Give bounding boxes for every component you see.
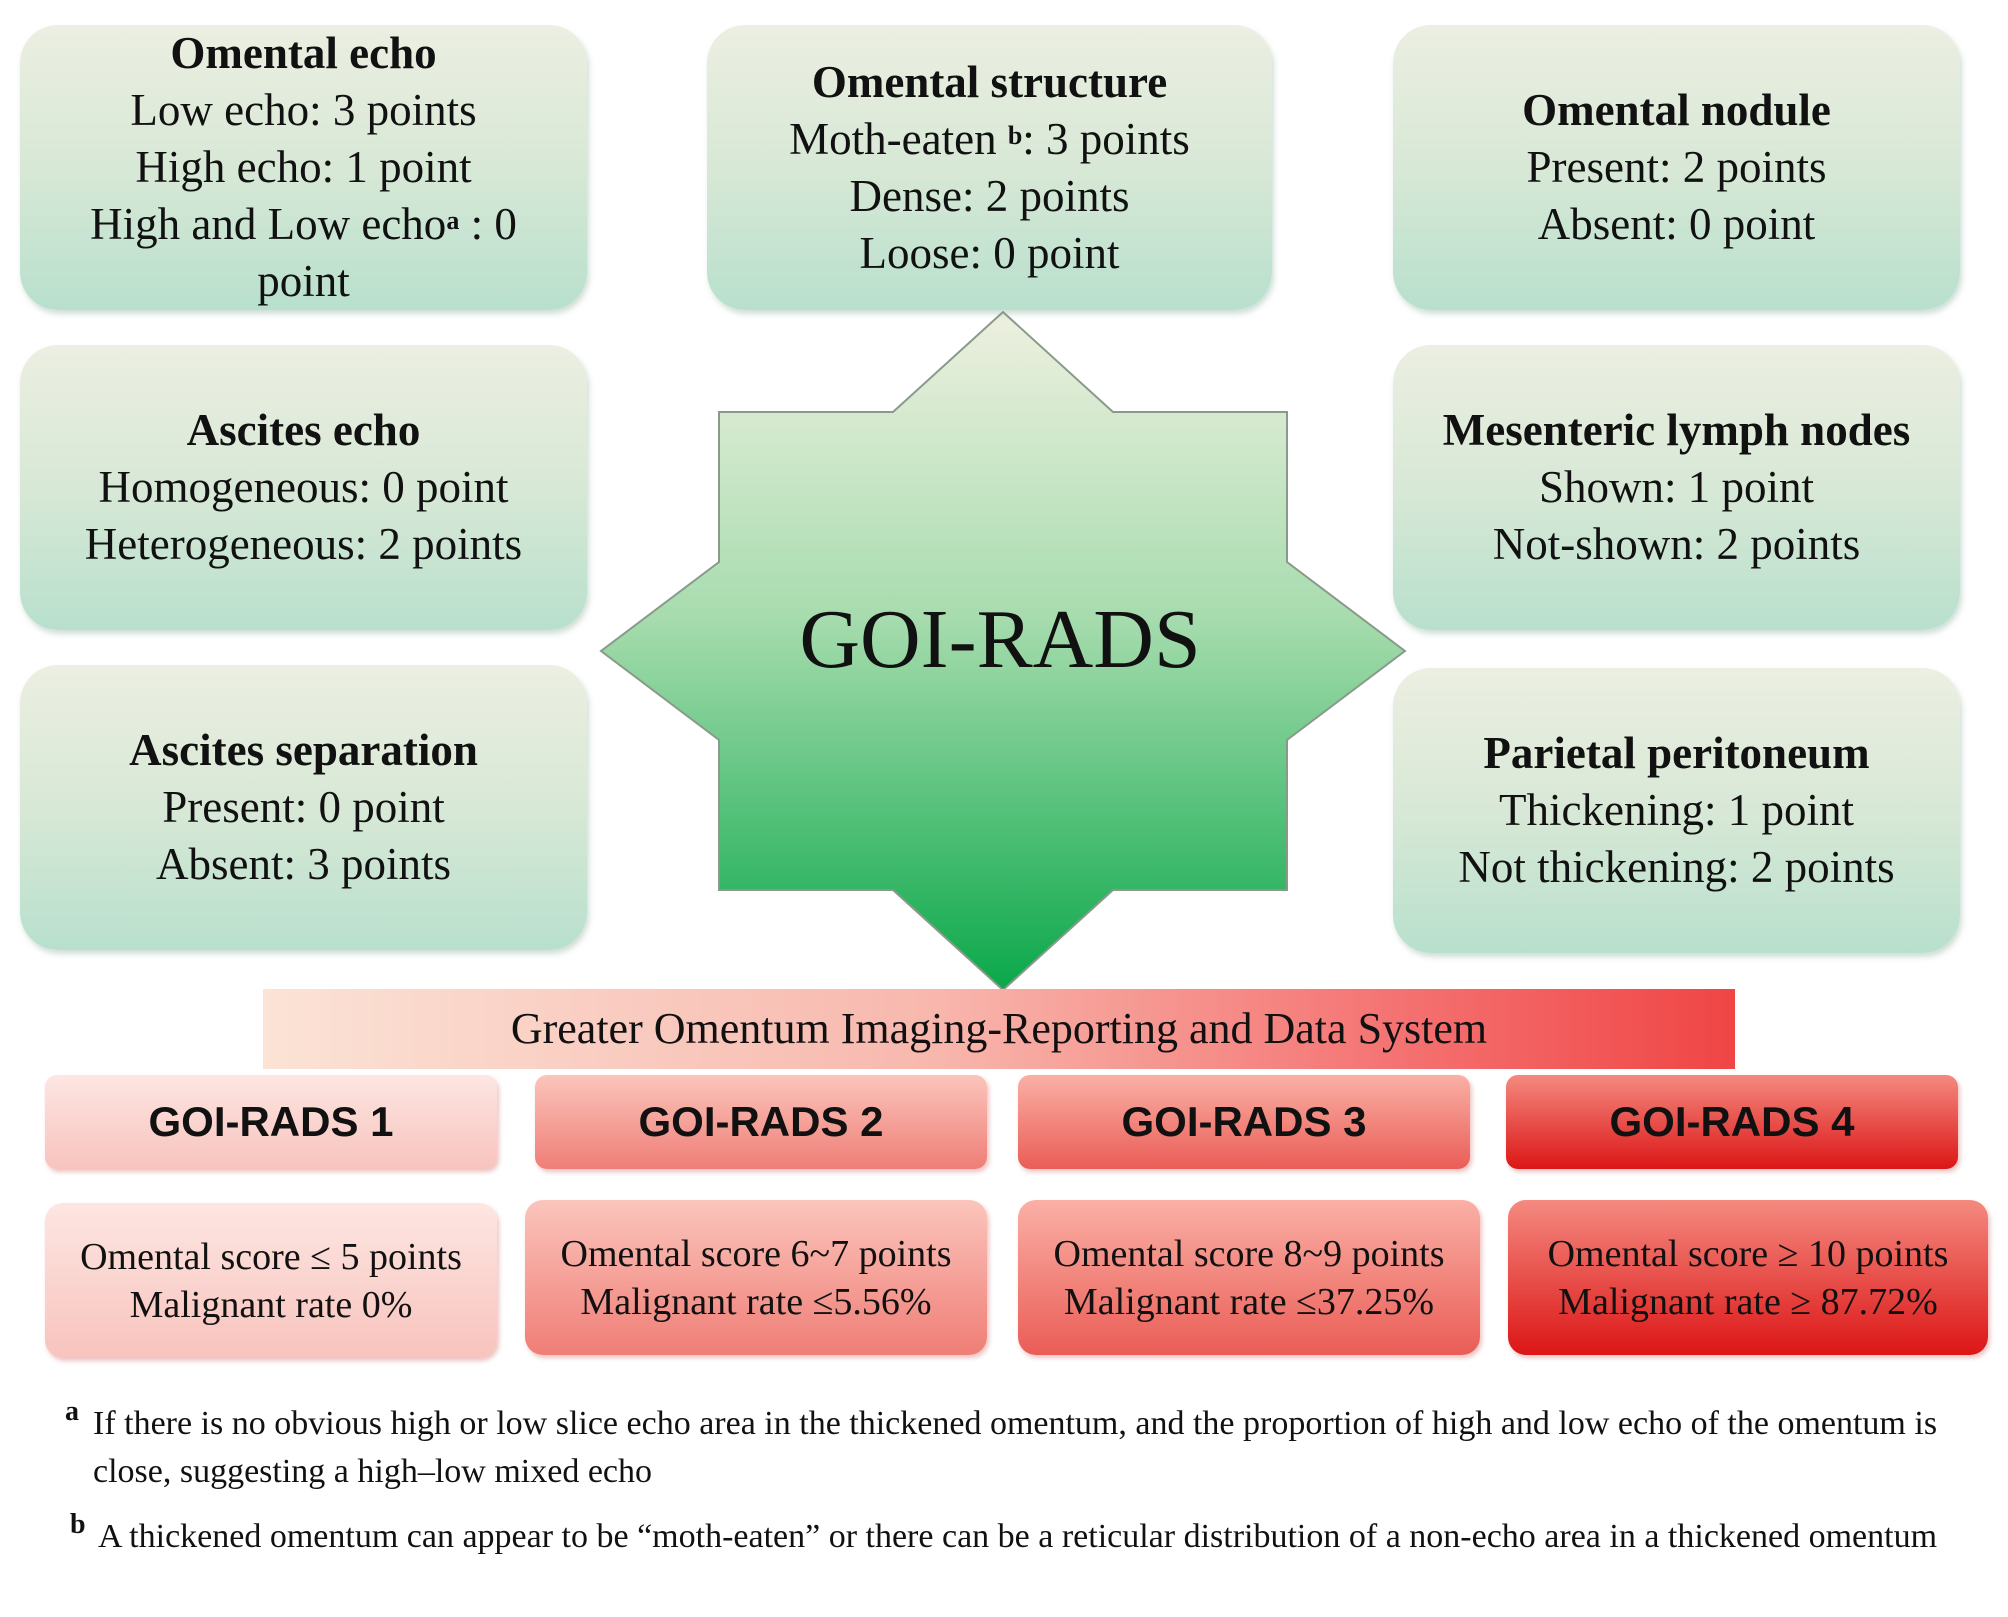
mesenteric-lymph-nodes-card: Mesenteric lymph nodes Shown: 1 point No…: [1393, 345, 1960, 630]
card-line: Loose: 0 point: [859, 227, 1120, 278]
card-line: Homogeneous: 0 point: [98, 462, 509, 512]
card-line: Present: 2 points: [1526, 142, 1827, 192]
footnote-text: A thickened omentum can appear to be “mo…: [98, 1518, 1938, 1555]
footnote-b: b A thickened omentum can appear to be “…: [70, 1509, 1958, 1561]
card-title: Mesenteric lymph nodes: [1442, 405, 1911, 455]
card-line: Moth-eaten b: 3 points: [789, 113, 1190, 164]
card-line: High and Low echoa : 0: [90, 199, 517, 249]
footnote-text: If there is no obvious high or low slice…: [93, 1405, 1938, 1490]
card-line: Absent: 3 points: [155, 839, 451, 889]
card-line: High echo: 1 point: [135, 142, 472, 192]
omental-echo-card: Omental echo Low echo: 3 points High ech…: [20, 25, 587, 310]
card-line: Shown: 1 point: [1538, 462, 1815, 512]
category-score-box-2: Omental score 6~7 points Malignant rate …: [525, 1200, 987, 1355]
card-line: Not-shown: 2 points: [1492, 519, 1861, 569]
rate-text: Malignant rate ≤5.56%: [580, 1280, 932, 1323]
parietal-peritoneum-card: Parietal peritoneum Thickening: 1 point …: [1393, 668, 1960, 953]
card-title: Omental echo: [170, 28, 437, 78]
card-line: Heterogeneous: 2 points: [84, 519, 523, 569]
omental-nodule-card: Omental nodule Present: 2 points Absent:…: [1393, 25, 1960, 310]
rate-text: Malignant rate 0%: [129, 1283, 413, 1326]
category-score-box-1: Omental score ≤ 5 points Malignant rate …: [45, 1203, 497, 1358]
omental-structure-card: Omental structure Moth-eaten b: 3 points…: [707, 25, 1272, 310]
footnote-marker-b: b: [70, 1509, 86, 1540]
footnote-a: a If there is no obvious high or low sli…: [65, 1396, 1988, 1496]
ascites-separation-card: Ascites separation Present: 0 point Abse…: [20, 665, 587, 950]
score-text: Omental score 8~9 points: [1053, 1232, 1445, 1275]
category-header-3: GOI-RADS 3: [1018, 1075, 1470, 1169]
card-title: Omental structure: [811, 56, 1168, 107]
card-line: Not thickening: 2 points: [1458, 842, 1895, 892]
card-title: Ascites echo: [186, 405, 421, 455]
card-line: Absent: 0 point: [1537, 199, 1816, 249]
category-score-box-4: Omental score ≥ 10 points Malignant rate…: [1508, 1200, 1988, 1355]
rate-text: Malignant rate ≤37.25%: [1063, 1280, 1435, 1323]
card-title: Parietal peritoneum: [1483, 728, 1870, 778]
rate-text: Malignant rate ≥ 87.72%: [1558, 1280, 1938, 1323]
footnote-marker-b: b: [1007, 120, 1023, 150]
footnote-marker-a: a: [446, 206, 460, 235]
goi-rads-center-label: GOI-RADS: [799, 593, 1201, 686]
footnote-marker-a: a: [65, 1396, 79, 1427]
score-text: Omental score 6~7 points: [560, 1232, 952, 1275]
category-score-box-3: Omental score 8~9 points Malignant rate …: [1018, 1200, 1480, 1355]
score-text: Omental score ≤ 5 points: [80, 1235, 462, 1278]
card-line: Dense: 2 points: [849, 170, 1130, 221]
ascites-echo-card: Ascites echo Homogeneous: 0 point Hetero…: [20, 345, 587, 630]
card-title: Omental nodule: [1522, 85, 1831, 135]
score-text: Omental score ≥ 10 points: [1547, 1232, 1949, 1275]
card-line: Present: 0 point: [162, 782, 445, 832]
category-header-2: GOI-RADS 2: [535, 1075, 987, 1169]
card-line: point: [257, 256, 350, 306]
card-title: Ascites separation: [129, 725, 478, 775]
card-line: Low echo: 3 points: [130, 85, 477, 135]
system-banner: Greater Omentum Imaging-Reporting and Da…: [263, 989, 1735, 1069]
category-header-1: GOI-RADS 1: [45, 1075, 497, 1169]
category-header-4: GOI-RADS 4: [1506, 1075, 1958, 1169]
card-line: Thickening: 1 point: [1499, 785, 1854, 835]
